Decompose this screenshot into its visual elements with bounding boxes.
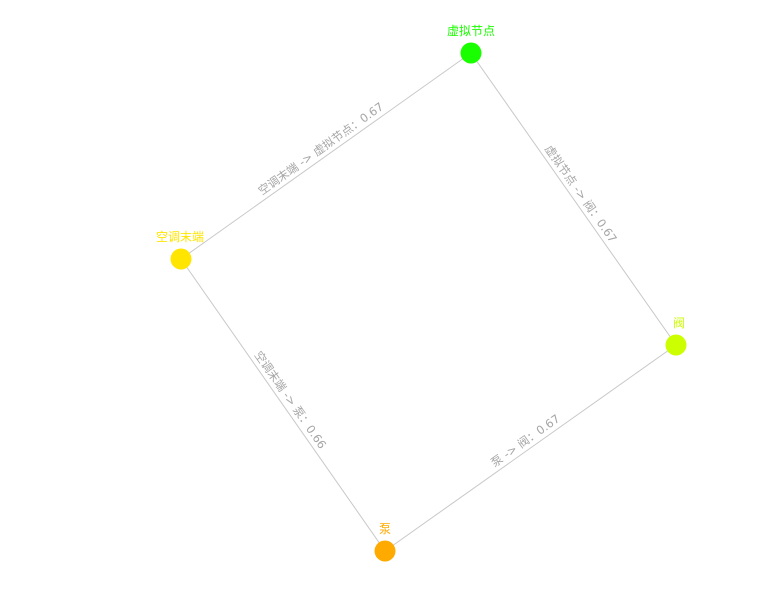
edge-label-ac-virtual: 空调末端 -> 虚拟节点：0.67 bbox=[256, 99, 387, 197]
edge-line-ac-virtual[interactable] bbox=[180, 52, 472, 260]
node-ac[interactable] bbox=[170, 248, 192, 270]
edge-layer: 空调末端 -> 虚拟节点：0.67 虚拟节点 -> 阀：0.67 泵 -> 阀：… bbox=[180, 52, 677, 552]
edge-line-virtual-valve[interactable] bbox=[470, 52, 677, 346]
edge-line-pump-valve[interactable] bbox=[384, 344, 677, 552]
node-label-pump: 泵 bbox=[379, 522, 391, 536]
edge-label-pump-valve: 泵 -> 阀：0.67 bbox=[488, 411, 562, 469]
edge-label-ac-pump: 空调末端 -> 泵：0.66 bbox=[252, 348, 330, 451]
node-virtual[interactable] bbox=[460, 42, 482, 64]
node-layer: 虚拟节点 空调末端 阀 泵 bbox=[156, 24, 687, 562]
node-label-virtual: 虚拟节点 bbox=[447, 24, 495, 38]
node-pump[interactable] bbox=[374, 540, 396, 562]
edge-line-ac-pump[interactable] bbox=[180, 258, 386, 552]
edge-label-virtual-valve: 虚拟节点 -> 阀：0.67 bbox=[542, 142, 620, 245]
node-label-valve: 阀 bbox=[673, 316, 685, 330]
node-valve[interactable] bbox=[665, 334, 687, 356]
node-label-ac: 空调末端 bbox=[156, 230, 204, 244]
